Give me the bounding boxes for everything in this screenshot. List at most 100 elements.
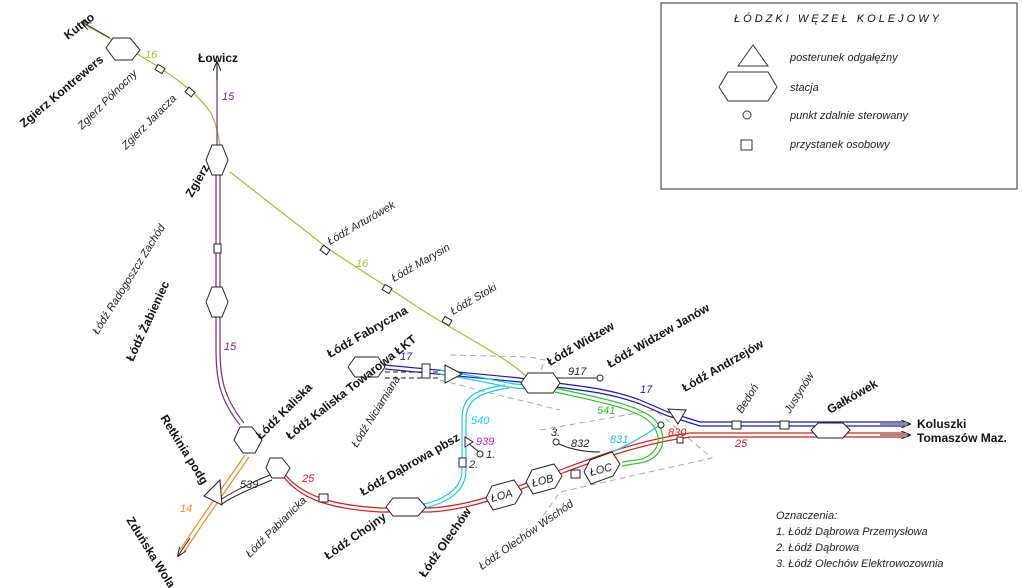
station-lob[interactable] xyxy=(525,463,563,495)
line-number: 25 xyxy=(734,438,748,450)
station-fabryczna[interactable] xyxy=(347,356,386,378)
stop-dabrowa-icon[interactable] xyxy=(458,457,467,468)
stop-zgierz-jaracza-icon[interactable] xyxy=(184,86,196,98)
station-widzew[interactable] xyxy=(520,372,561,394)
line-number: 15 xyxy=(222,91,235,103)
line-14 xyxy=(179,454,250,553)
stop-830-icon[interactable] xyxy=(676,436,684,444)
line-number: 16 xyxy=(356,258,369,270)
line-number: 917 xyxy=(568,366,587,378)
stop-niciarniana-icon[interactable] xyxy=(421,363,431,379)
line-number: 25 xyxy=(301,473,315,485)
stop-arturowek-icon[interactable] xyxy=(319,244,331,256)
legend-item-label: przystanek osobowy xyxy=(789,139,891,151)
line-541 xyxy=(554,387,664,467)
label-loc: ŁOC xyxy=(589,461,614,478)
point-939-icon[interactable] xyxy=(476,450,484,458)
stop-marysin-icon[interactable] xyxy=(381,283,393,295)
stops xyxy=(154,63,790,503)
line-15 xyxy=(215,60,245,426)
label-bedon: Bedoń xyxy=(734,382,761,415)
label-widzew-janow: Łódź Widzew Janów xyxy=(605,300,713,370)
line-number: 831 xyxy=(610,434,628,446)
note-item: 2. Łódź Dąbrowa xyxy=(775,542,859,554)
stop-zgierz-polnocny-icon[interactable] xyxy=(154,63,166,75)
notes: Oznaczenia: 1. Łódź Dąbrowa Przemysłowa … xyxy=(775,510,944,570)
stations xyxy=(105,37,851,517)
line-number: 540 xyxy=(471,415,490,427)
stop-stoki-icon[interactable] xyxy=(441,315,453,327)
label-pabianicka: Łódź Pabianicka xyxy=(244,495,310,561)
legend-item-label: posterunek odgałęźny xyxy=(789,52,899,64)
station-loa[interactable] xyxy=(485,479,523,511)
stop-olechow-wschod-icon[interactable] xyxy=(570,469,581,479)
marker-3: 3. xyxy=(551,427,560,439)
junction-andrzejow-icon[interactable] xyxy=(667,408,687,425)
station-zgierz-kontrewers[interactable] xyxy=(105,37,141,61)
direction-arrows xyxy=(82,22,910,556)
stop-pabianicka-icon[interactable] xyxy=(318,493,329,503)
label-radogoszcz: Łódź Radogoszcz Zachód xyxy=(90,222,168,337)
label-retkinia: Retkinia podg xyxy=(157,412,211,487)
label-chojny: Łódź Chojny xyxy=(322,510,389,563)
line-number: 832 xyxy=(571,438,589,450)
label-zabieniec: Łódź Żabieniec xyxy=(122,278,172,363)
arrow-zdunska-icon xyxy=(178,537,191,556)
stop-justynow-icon[interactable] xyxy=(779,420,790,430)
junction-retkinia-icon[interactable] xyxy=(203,478,223,506)
line-number: 14 xyxy=(180,503,192,515)
station-loc[interactable] xyxy=(583,451,621,485)
junction-dabrowa-icon[interactable] xyxy=(464,436,474,448)
legend-square-icon xyxy=(740,139,753,151)
label-stoki: Łódź Stoki xyxy=(449,281,500,317)
marker-1: 1. xyxy=(486,449,495,461)
station-galkowek[interactable] xyxy=(810,422,851,439)
note-item: 3. Łódź Olechów Elektrowozownia xyxy=(776,558,944,570)
stop-bedon-icon[interactable] xyxy=(731,420,742,430)
label-justynow: Justynów xyxy=(782,369,818,416)
station-zgierz[interactable] xyxy=(205,144,229,176)
point-andrzejow-icon[interactable] xyxy=(657,421,665,429)
notes-title: Oznaczenia: xyxy=(776,510,837,522)
label-lob: ŁOB xyxy=(531,473,555,490)
line-number: 15 xyxy=(224,341,237,353)
direction-lowicz: Łowicz xyxy=(198,51,238,65)
legend-item-label: stacja xyxy=(790,82,819,94)
remote-points xyxy=(476,374,665,458)
label-arturowek: Łódź Arturówek xyxy=(326,199,398,248)
area-outlines xyxy=(439,354,714,521)
legend-item-label: punkt zdalnie sterowany xyxy=(789,110,910,122)
station-chojny[interactable] xyxy=(385,497,427,517)
legend-title: ŁÓDZKI WĘZEŁ KOLEJOWY xyxy=(734,12,942,25)
line-number: 541 xyxy=(597,405,615,417)
junctions xyxy=(203,364,687,506)
direction-zdunska: Zduńska Wola xyxy=(123,514,178,588)
label-marysin: Łódź Marysin xyxy=(390,241,453,284)
line-number: 17 xyxy=(400,351,413,363)
arrow-kutno-icon xyxy=(82,22,111,39)
label-dabrowa-pbsz: Łódź Dąbrowa pbsz xyxy=(358,430,463,498)
line-539 xyxy=(219,474,273,505)
line-number: 539 xyxy=(240,479,258,491)
station-kaliska[interactable] xyxy=(233,426,263,454)
station-kaliska-towarowa[interactable] xyxy=(265,457,291,479)
line-number: 17 xyxy=(640,384,653,396)
label-zgierz: Zgierz xyxy=(182,162,212,200)
legend-triangle-icon xyxy=(737,44,769,67)
note-item: 1. Łódź Dąbrowa Przemysłowa xyxy=(776,526,928,538)
direction-koluszki: Koluszki xyxy=(917,417,966,431)
legend: ŁÓDZKI WĘZEŁ KOLEJOWY posterunek odgałęź… xyxy=(660,2,1018,190)
legend-circle-icon xyxy=(742,110,752,120)
label-olechow: Łódź Olechów xyxy=(416,505,475,580)
direction-kutno: Kutno xyxy=(61,10,97,42)
direction-tomaszow: Tomaszów Maz. xyxy=(917,431,1007,445)
point-832-icon[interactable] xyxy=(552,438,560,446)
marker-2: 2. xyxy=(468,459,478,471)
point-917-icon[interactable] xyxy=(596,374,604,382)
label-loa: ŁOA xyxy=(490,488,514,505)
label-zgierz-jaracza: Zgierz Jaracza xyxy=(119,93,179,153)
junction-fabryczna-icon[interactable] xyxy=(444,364,464,384)
station-zabieniec[interactable] xyxy=(205,286,229,318)
stop-radogoszcz-icon[interactable] xyxy=(213,243,222,254)
